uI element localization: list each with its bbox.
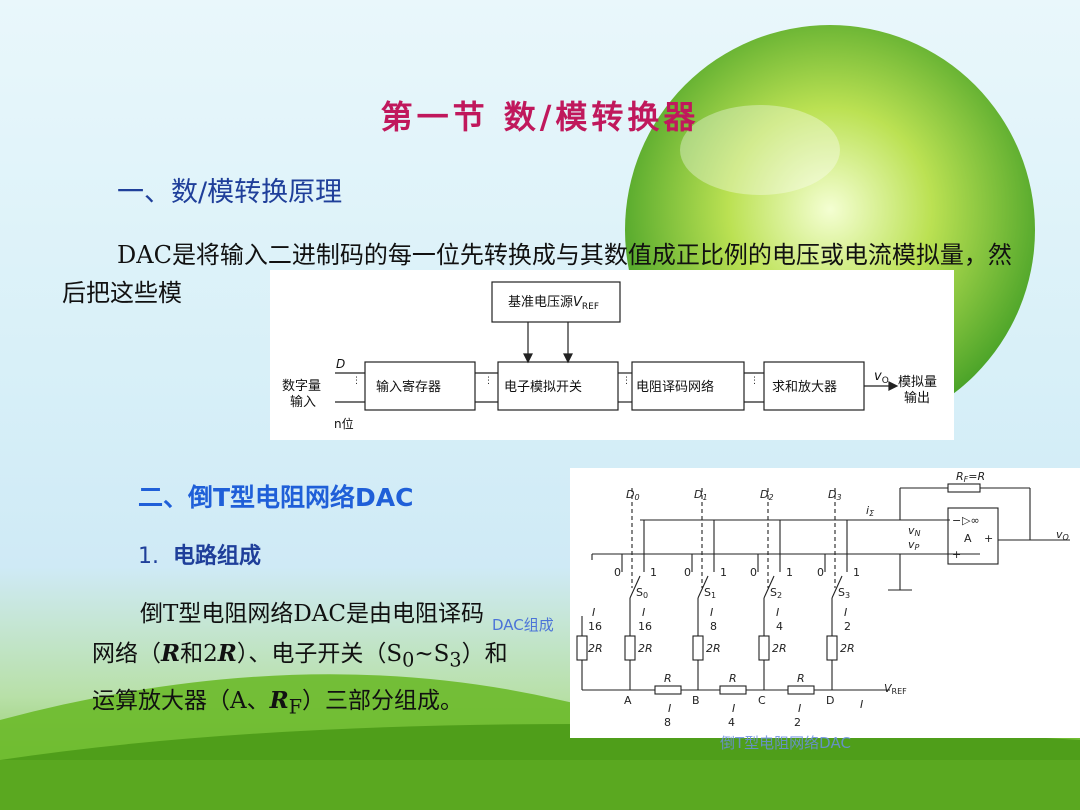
node-i-2: I	[798, 702, 801, 715]
s1-label: S1	[704, 586, 716, 600]
node-den-0: 8	[664, 716, 671, 729]
resistor-network-label: 电阻译码网络	[636, 379, 714, 395]
branch-den-0: 16	[588, 620, 602, 633]
node-d: D	[826, 694, 834, 707]
section-heading-principle: 一、数/模转换原理	[117, 177, 343, 208]
inverted-t-circuit: RF=R D0 D1 D2 D3 iΣ vN vP − ▷∞ A + + vO …	[570, 468, 1080, 738]
sw1-pos-0: 0	[684, 566, 691, 579]
node-den-1: 4	[728, 716, 735, 729]
amp-plus-out: +	[984, 532, 993, 545]
composition-paragraph: 倒T型电阻网络DAC是由电阻译码 网络（R和2R）、电子开关（S0~S3）和 运…	[92, 594, 572, 727]
slide-title: 第一节 数/模转换器	[380, 98, 700, 136]
branch-den-1: 16	[638, 620, 652, 633]
branch-i-0: I	[592, 606, 595, 619]
block-switch	[497, 361, 619, 411]
isum-label: iΣ	[866, 504, 875, 518]
vo-out-label: vO	[1056, 528, 1069, 542]
node-den-2: 2	[794, 716, 801, 729]
r2-label-0: 2R	[588, 642, 603, 655]
dac-block-diagram: ⋮⋮⋮⋮ 基准电压源VREF D n位 数字量 输入 输入寄存器 电子模拟开关 …	[270, 270, 954, 440]
node-c: C	[758, 694, 766, 707]
summing-amp-label: 求和放大器	[772, 380, 837, 395]
sw0-pos-1: 1	[650, 566, 657, 579]
sub-heading: 1. 电路组成	[138, 538, 261, 570]
vp-label: vP	[908, 538, 920, 552]
sw1-pos-1: 1	[720, 566, 727, 579]
s2-label: S2	[770, 586, 782, 600]
vref-label: VREF	[884, 682, 907, 696]
branch-den-4: 2	[844, 620, 851, 633]
branch-i-3: I	[776, 606, 779, 619]
sub-number: 1.	[138, 544, 159, 569]
svg-text:⋮: ⋮	[352, 376, 361, 386]
sw3-pos-1: 1	[853, 566, 860, 579]
input-register-label: 输入寄存器	[376, 379, 441, 395]
output-label-2: 输出	[904, 390, 930, 406]
block-resistor-network	[631, 361, 745, 411]
svg-text:⋮: ⋮	[750, 376, 759, 386]
node-a: A	[624, 694, 632, 707]
i-total-label: I	[860, 698, 863, 711]
block-input-register	[364, 361, 476, 411]
output-label-1: 模拟量	[898, 375, 937, 390]
s0-label: S0	[636, 586, 648, 600]
circuit-svg: RF=R D0 D1 D2 D3 iΣ vN vP − ▷∞ A + + vO …	[576, 470, 1070, 729]
sw3-pos-0: 0	[817, 566, 824, 579]
ref-source-block	[491, 281, 621, 323]
branch-i-4: I	[844, 606, 847, 619]
input-label-2: 输入	[290, 394, 316, 410]
principle-paragraph: DAC是将输入二进制码的每一位先转换成与其数值成正比例的电压或电流模拟量，然后把…	[62, 241, 1012, 307]
d-label: D	[336, 357, 345, 371]
r2-label-4: 2R	[840, 642, 855, 655]
series-r-1: R	[729, 672, 737, 685]
section-heading-inverted-t: 二、倒T型电阻网络DAC	[138, 483, 414, 512]
d2-label: D2	[760, 488, 774, 502]
d0-label: D0	[626, 488, 640, 502]
node-i-1: I	[732, 702, 735, 715]
block-diagram-svg: ⋮⋮⋮⋮ 基准电压源VREF D n位 数字量 输入 输入寄存器 电子模拟开关 …	[282, 281, 937, 431]
rf-label: RF=R	[956, 470, 985, 484]
svg-text:⋮: ⋮	[622, 376, 631, 386]
vo-label: vO	[874, 369, 889, 386]
amp-a: A	[964, 532, 972, 545]
sub-heading-text: 电路组成	[173, 544, 262, 569]
svg-text:⋮: ⋮	[484, 376, 493, 386]
branch-i-2: I	[710, 606, 713, 619]
r2-label-1: 2R	[638, 642, 653, 655]
sw2-pos-1: 1	[786, 566, 793, 579]
sw0-pos-0: 0	[614, 566, 621, 579]
amp-minus: −	[952, 514, 961, 527]
n-bits-label: n位	[334, 416, 354, 431]
branch-den-2: 8	[710, 620, 717, 633]
inverted-t-dac-link[interactable]: 倒T型电阻网络DAC	[720, 734, 851, 752]
node-i-0: I	[668, 702, 671, 715]
node-b: B	[692, 694, 700, 707]
d1-label: D1	[694, 488, 708, 502]
series-r-0: R	[664, 672, 672, 685]
r2-label-3: 2R	[772, 642, 787, 655]
ref-source-label: 基准电压源VREF	[508, 295, 599, 312]
amp-symbol: ▷∞	[962, 514, 980, 527]
r2-label-2: 2R	[706, 642, 721, 655]
sw2-pos-0: 0	[750, 566, 757, 579]
series-r-2: R	[797, 672, 805, 685]
composition-line-1: 倒T型电阻网络DAC是由电阻译码	[140, 601, 484, 627]
composition-line-3: 运算放大器（A、RF）三部分组成。	[92, 686, 464, 719]
composition-line-2: 网络（R和2R）、电子开关（S0~S3）和	[92, 640, 508, 672]
branch-i-1: I	[642, 606, 645, 619]
s3-label: S3	[838, 586, 850, 600]
amp-plus-in: +	[952, 548, 961, 561]
input-label-1: 数字量	[282, 379, 321, 394]
dac-composition-link[interactable]: DAC组成	[492, 616, 554, 634]
d3-label: D3	[828, 488, 842, 502]
switch-label: 电子模拟开关	[504, 380, 582, 395]
branch-den-3: 4	[776, 620, 783, 633]
vn-label: vN	[908, 524, 921, 538]
